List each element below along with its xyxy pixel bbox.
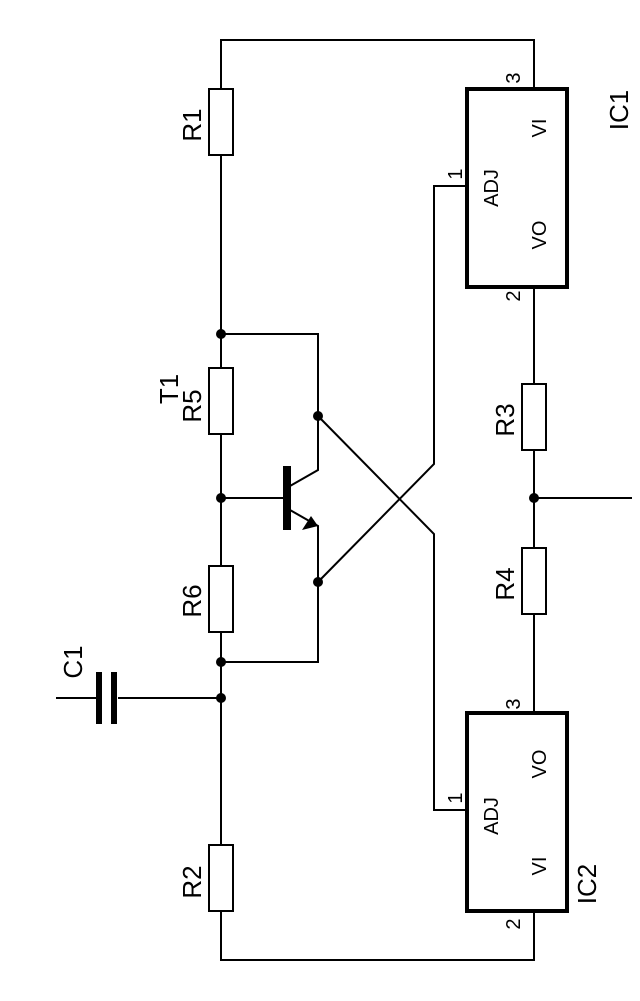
label-ic2: IC2 (572, 864, 602, 904)
label-c1: C1 (58, 645, 88, 678)
ic2-vi-label: VI (529, 857, 551, 876)
resistor-r3 (521, 383, 547, 451)
ic2-pin3: 3 (503, 698, 525, 709)
label-r3: R3 (490, 403, 520, 436)
ic2-vo-label: VO (529, 750, 551, 779)
emitter-arrow-icon (302, 516, 318, 530)
wire-node-lower (221, 582, 319, 663)
label-ic1: IC1 (604, 90, 634, 130)
wire-cross-to-ic2-adj (317, 415, 466, 811)
resistor-r6 (208, 565, 234, 633)
ic1-body (465, 87, 569, 289)
ic1-pin3: 3 (503, 72, 525, 83)
ic1-adj-label: ADJ (481, 169, 503, 207)
wire-top-rail (220, 39, 535, 89)
capacitor-c1 (96, 672, 117, 724)
label-r5: R5 (177, 389, 207, 422)
label-r1: R1 (177, 108, 207, 141)
ic1-vo-label: VO (529, 221, 551, 250)
component-labels: R1 R5 R6 R2 R3 R4 C1 T1 IC1 IC2 (58, 90, 634, 904)
ic1-vi-label: VI (529, 119, 551, 138)
wire-node-upper (221, 333, 319, 416)
ic2-pin1: 1 (445, 792, 467, 803)
resistor-r5 (208, 367, 234, 435)
wire-cross-to-ic1-adj (317, 185, 466, 583)
junctions (216, 329, 539, 703)
label-r2: R2 (177, 865, 207, 898)
ic1-pin1: 1 (445, 168, 467, 179)
ic2-pin-labels: ADJ VO VI 1 2 3 (445, 698, 551, 929)
transistor-t1 (283, 466, 318, 530)
wires (56, 39, 632, 961)
wire-collector (289, 416, 319, 487)
label-t1: T1 (154, 374, 184, 404)
ic1-pin-labels: ADJ VO VI 1 2 3 (445, 72, 551, 301)
wire-bottom-rail (220, 910, 535, 961)
resistor-r1 (208, 88, 234, 156)
ic2-adj-label: ADJ (481, 797, 503, 835)
ic2-pin2: 2 (503, 918, 525, 929)
resistor-r4 (521, 547, 547, 615)
ic1-pin2: 2 (503, 290, 525, 301)
resistor-r2 (208, 844, 234, 912)
label-r4: R4 (490, 567, 520, 600)
label-r6: R6 (177, 584, 207, 617)
ic2-body (465, 711, 569, 913)
resistors (208, 88, 547, 912)
